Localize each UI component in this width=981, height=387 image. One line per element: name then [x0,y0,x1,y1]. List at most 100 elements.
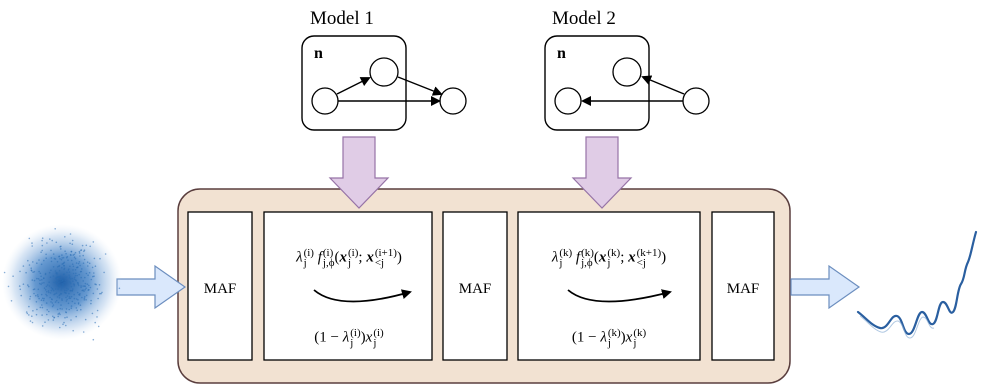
noise-sample-dot [31,279,34,281]
noise-sample-dot [96,316,98,318]
noise-sample-dot [66,298,68,301]
noise-sample-dot [41,314,43,316]
noise-sample-dot [60,287,63,289]
noise-sample-dot [41,279,43,281]
noise-sample-dot [55,277,57,279]
noise-sample-dot [46,294,48,297]
noise-sample-dot [65,287,68,290]
noise-sample-dot [60,304,62,306]
maf-box-3 [711,211,775,361]
noise-sample-dot [88,271,91,274]
noise-sample-dot [89,245,91,248]
noise-sample-dot [32,261,34,263]
noise-sample-dot [94,321,96,324]
noise-sample-dot [42,277,45,280]
noise-sample-dot [52,319,55,321]
noise-sample-dot [74,257,77,260]
noise-sample-dot [73,293,75,296]
noise-sample-dot [73,283,76,286]
noise-sample-dot [18,285,21,287]
noise-sample-dot [77,283,79,286]
noise-sample-dot [31,245,33,247]
noise-sample-dot [38,297,40,300]
noise-sample-dot [69,233,72,235]
flow-2-identity-formula: (1 − λ(k)j)x(k)j [571,327,647,349]
noise-sample-dot [33,270,36,273]
noise-sample-dot [78,252,81,254]
noise-sample-dot [83,297,86,300]
noise-sample-dot [63,267,66,270]
noise-sample-dot [45,302,48,304]
noise-sample-dot [68,292,70,295]
noise-sample-dot [74,269,77,271]
noise-sample-dot [25,271,27,274]
noise-sample-dot [76,291,79,294]
noise-sample-dot [47,319,50,321]
noise-sample-dot [52,266,55,268]
noise-sample-dot [36,262,38,265]
maf-box-1 [187,211,253,361]
noise-sample-dot [58,286,60,288]
noise-sample-dot [92,292,95,295]
noise-sample-dot [55,282,58,285]
noise-sample-dot [65,324,67,327]
noise-sample-dot [64,279,67,282]
noise-sample-dot [12,275,14,278]
noise-sample-dot [74,274,77,277]
noise-sample-dot [103,271,105,274]
noise-sample-dot [84,282,87,285]
noise-sample-dot [60,248,62,250]
noise-sample-dot [100,292,102,295]
noise-sample-dot [59,326,61,329]
noise-sample-dot [48,285,51,287]
noise-sample-dot [66,295,69,297]
noise-sample-dot [41,237,44,239]
noise-sample-dot [81,268,83,270]
noise-sample-dot [45,293,47,296]
noise-sample-dot [33,288,36,290]
output-arrow [790,264,861,310]
noise-sample-dot [31,321,34,324]
target-distribution-wave [856,230,978,336]
noise-sample-dot [41,325,44,327]
noise-sample-dot [19,288,22,291]
noise-sample-dot [82,262,85,265]
noise-sample-dot [58,294,60,297]
noise-sample-dot [57,281,60,284]
noise-sample-dot [40,251,42,253]
noise-sample-dot [54,301,57,303]
noise-sample-dot [93,257,96,260]
noise-sample-dot [29,298,31,300]
noise-sample-dot [39,272,42,275]
noise-sample-dot [54,270,57,272]
noise-sample-dot [40,275,42,278]
noise-sample-dot [71,243,74,245]
noise-sample-dot [32,271,34,274]
noise-sample-dot [41,306,44,309]
noise-sample-dot [104,253,107,255]
noise-sample-dot [58,276,61,278]
noise-sample-dot [85,294,88,297]
noise-sample-dot [27,284,29,286]
noise-sample-dot [82,289,84,291]
noise-sample-dot [69,278,72,280]
noise-sample-dot [79,264,81,267]
noise-sample-dot [50,257,53,259]
noise-sample-dot [99,292,101,295]
noise-sample-dot [57,288,59,290]
model-1-title: Model 1 [310,8,374,29]
noise-sample-dot [59,278,61,281]
noise-sample-dot [75,315,77,318]
noise-sample-dot [77,299,79,301]
noise-sample-dot [70,305,73,307]
noise-sample-dot [84,296,86,298]
noise-sample-dot [36,308,38,311]
noise-sample-dot [35,313,38,316]
noise-sample-dot [92,275,94,278]
noise-sample-dot [78,273,80,276]
noise-sample-dot [80,276,82,279]
noise-sample-dot [41,244,44,247]
noise-sample-dot [45,253,47,256]
noise-sample-dot [70,250,73,253]
noise-sample-dot [50,289,53,292]
